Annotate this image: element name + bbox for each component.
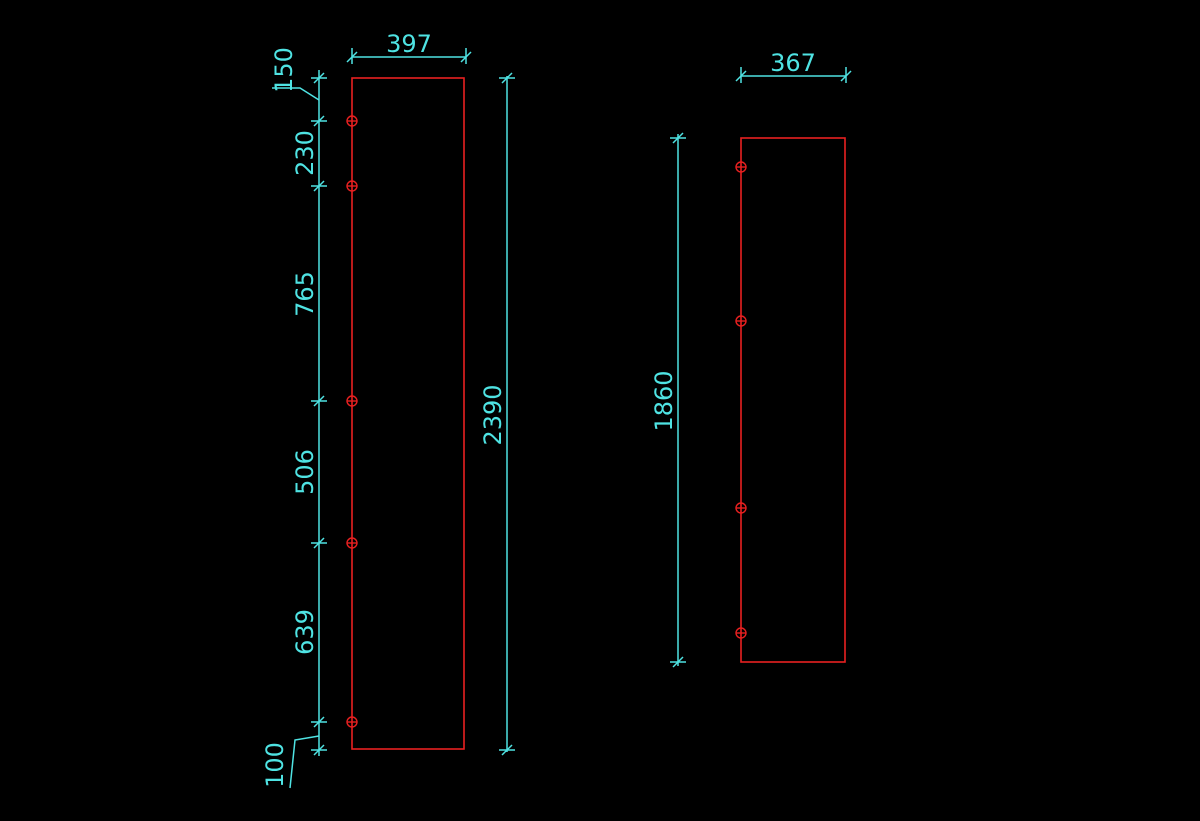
left-panel-outline — [351, 77, 465, 750]
spacing-label-506: 506 — [291, 449, 319, 495]
hole-marker — [735, 161, 747, 173]
left-width-dimension: 397 — [346, 30, 472, 64]
right-panel-outline — [740, 137, 846, 663]
hole-marker — [735, 315, 747, 327]
left-height-dimension: 2390 — [479, 72, 515, 756]
left-chain-dimension: 150 230 765 506 639 100 — [261, 47, 327, 789]
hole-marker — [346, 395, 358, 407]
hole-marker — [735, 627, 747, 639]
hole-marker — [346, 716, 358, 728]
right-width-dimension: 367 — [735, 49, 852, 83]
spacing-label-100: 100 — [261, 742, 289, 788]
right-panel: 367 1860 — [650, 49, 852, 668]
left-panel-holes — [346, 115, 358, 728]
hole-marker — [346, 180, 358, 192]
right-panel-holes — [735, 161, 747, 639]
hole-marker — [735, 502, 747, 514]
right-height-label: 1860 — [650, 370, 678, 431]
spacing-label-150: 150 — [270, 47, 298, 93]
spacing-label-230: 230 — [291, 130, 319, 176]
left-panel: 397 2390 — [261, 30, 515, 789]
spacing-label-639: 639 — [291, 609, 319, 655]
hole-marker — [346, 537, 358, 549]
left-width-label: 397 — [386, 30, 432, 58]
hole-marker — [346, 115, 358, 127]
spacing-label-765: 765 — [291, 271, 319, 317]
right-height-dimension: 1860 — [650, 132, 686, 668]
right-width-label: 367 — [770, 49, 816, 77]
left-height-label: 2390 — [479, 384, 507, 445]
